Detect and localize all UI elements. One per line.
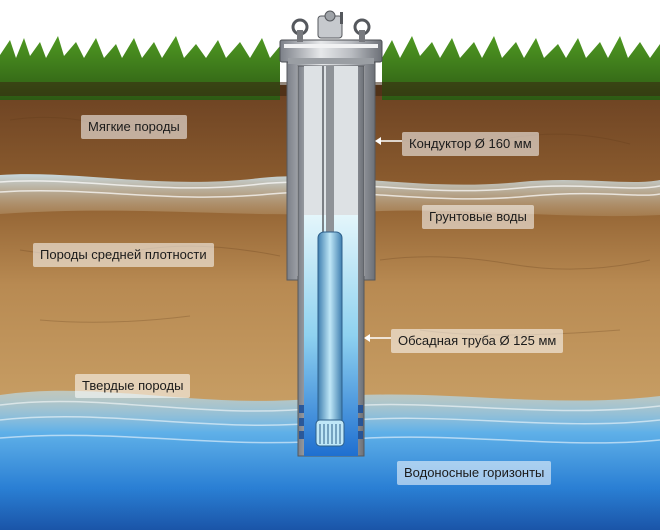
label-aquifer: Водоносные горизонты xyxy=(397,461,552,485)
label-casing: Обсадная труба Ø 125 мм xyxy=(391,329,564,353)
label-hard-rock: Твердые породы xyxy=(75,374,191,398)
label-groundwater: Грунтовые воды xyxy=(422,205,534,229)
label-medium-rock: Породы средней плотности xyxy=(33,243,214,267)
label-conductor: Кондуктор Ø 160 мм xyxy=(402,132,539,156)
label-soft-rock: Мягкие породы xyxy=(81,115,187,139)
